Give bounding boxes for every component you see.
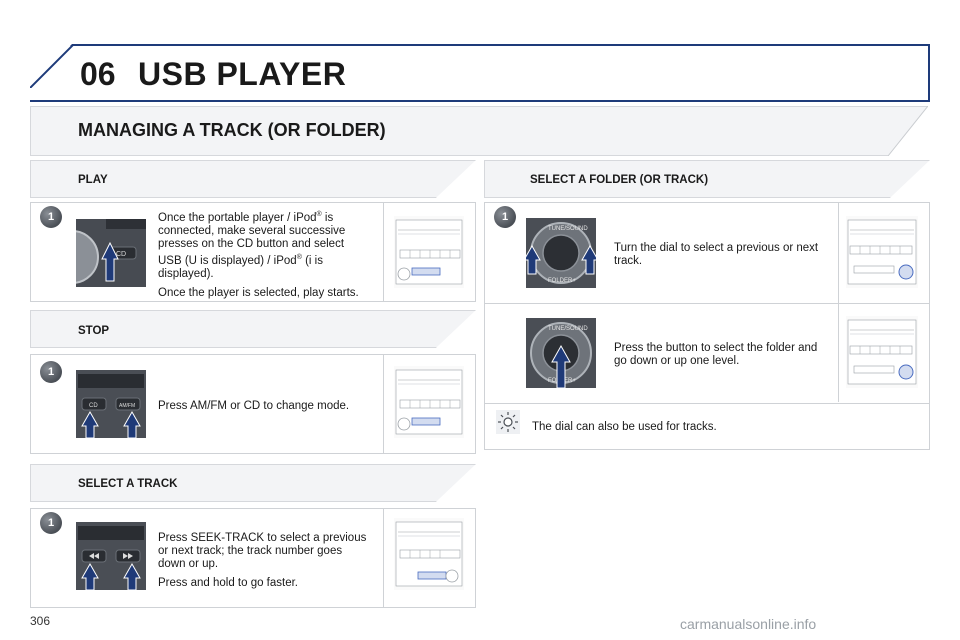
dial-press-text: Press the button to select the folder an… xyxy=(614,342,818,367)
tip-lightbulb-icon xyxy=(496,410,520,434)
seek-track-buttons-photo xyxy=(76,522,146,590)
page-number: 306 xyxy=(30,614,51,628)
chapter-title: USB PLAYER xyxy=(138,56,347,92)
chapter-header xyxy=(30,44,930,102)
cd-button-photo: CD xyxy=(76,219,146,287)
chapter-number: 06 xyxy=(80,56,116,92)
select-track-title: SELECT A TRACK xyxy=(78,478,178,490)
radio-unit-diagram xyxy=(394,216,464,288)
step-badge: 1 xyxy=(40,361,62,383)
tune-dial-press-photo: TUNE/SOUND FOLDER+ xyxy=(526,318,596,388)
cd-label: CD xyxy=(89,403,98,409)
main-title-diagonal xyxy=(887,106,928,156)
select-folder-title-panel xyxy=(484,160,930,198)
play-divider xyxy=(383,203,384,301)
select-track-text: Press SEEK-TRACK to select a previous or… xyxy=(158,532,367,589)
tune-dial-turn-photo: TUNE/SOUND FOLDER+ xyxy=(526,218,596,288)
dial-turn-text: Turn the dial to select a previous or ne… xyxy=(614,242,819,267)
row-separator xyxy=(485,303,929,304)
header-corner-line xyxy=(30,44,74,88)
radio-unit-diagram xyxy=(846,216,918,288)
amfm-cd-buttons-photo: CD AM/FM xyxy=(76,370,146,438)
stop-title: STOP xyxy=(78,325,110,337)
dial-top-label: TUNE/SOUND xyxy=(548,226,588,232)
select-folder-title: SELECT A FOLDER (OR TRACK) xyxy=(530,174,709,186)
radio-unit-diagram xyxy=(846,316,918,388)
row2-divider xyxy=(838,304,839,402)
dial-bottom-label: FOLDER+ xyxy=(548,278,576,284)
tip-text: The dial can also be used for tracks. xyxy=(532,421,717,433)
row1-divider xyxy=(838,203,839,303)
step-badge: 1 xyxy=(494,206,516,228)
stop-divider xyxy=(383,355,384,453)
select-track-title-panel xyxy=(30,464,476,502)
radio-unit-diagram xyxy=(394,366,464,438)
play-title-panel xyxy=(30,160,476,198)
watermark: carmanualsonline.info xyxy=(680,616,817,632)
stop-title-panel xyxy=(30,310,476,348)
select-track-divider xyxy=(383,509,384,607)
main-title-panel xyxy=(30,106,928,156)
stop-text: Press AM/FM or CD to change mode. xyxy=(158,400,350,412)
cd-label: CD xyxy=(116,251,126,258)
radio-unit-diagram xyxy=(394,518,464,590)
main-title: MANAGING A TRACK (OR FOLDER) xyxy=(78,120,386,140)
play-title: PLAY xyxy=(78,174,108,186)
play-text: Once the portable player / iPod® is conn… xyxy=(158,211,359,299)
amfm-label: AM/FM xyxy=(119,403,135,409)
step-badge: 1 xyxy=(40,206,62,228)
step-badge: 1 xyxy=(40,512,62,534)
row-separator xyxy=(485,403,929,404)
dial-top-label: TUNE/SOUND xyxy=(548,326,588,332)
